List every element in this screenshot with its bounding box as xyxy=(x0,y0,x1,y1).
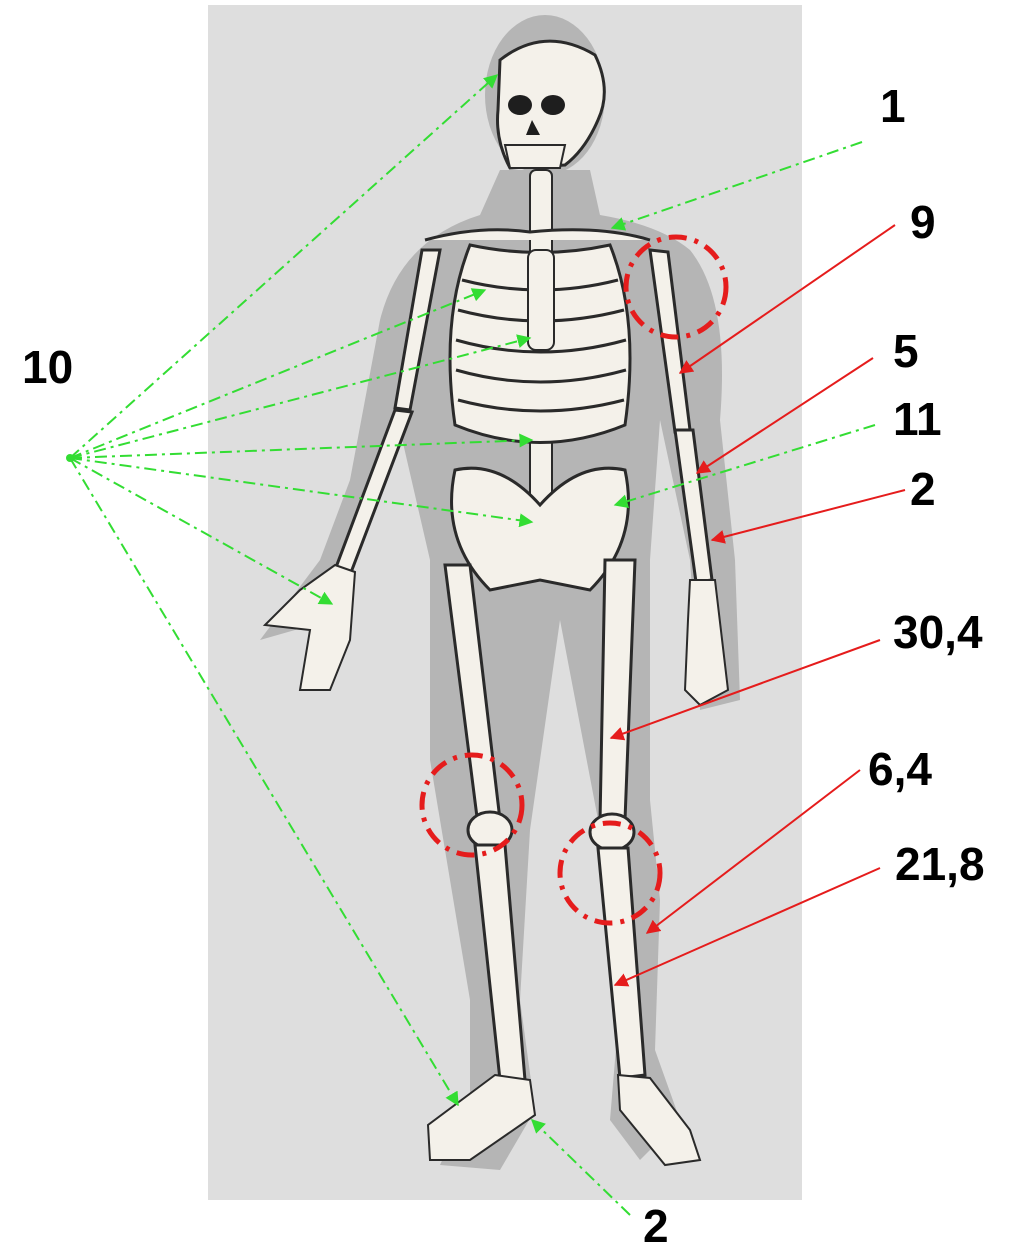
label-1: 1 xyxy=(880,80,906,132)
label-21-8: 21,8 xyxy=(895,838,985,890)
label-2-right: 2 xyxy=(910,463,936,515)
label-9: 9 xyxy=(910,196,936,248)
label-6-4: 6,4 xyxy=(868,743,932,795)
label-5: 5 xyxy=(893,325,919,377)
label-30-4: 30,4 xyxy=(893,606,983,658)
clavicle xyxy=(425,230,650,240)
label-2-bottom: 2 xyxy=(643,1200,669,1247)
pointer-origin-dot xyxy=(66,454,74,462)
label-10: 10 xyxy=(22,341,73,393)
label-11: 11 xyxy=(893,393,942,445)
